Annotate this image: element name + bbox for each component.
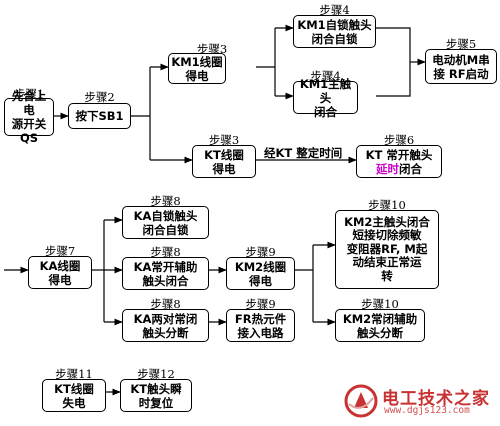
step6-label: 步骤6 xyxy=(382,133,416,147)
step4b-box: KM1主触头 闭合 xyxy=(293,77,358,119)
step6-line2-rest: 闭合 xyxy=(399,161,422,176)
step8c-label: 步骤8 xyxy=(149,297,182,311)
step4a-box: KM1自锁触头 闭合自锁 xyxy=(293,15,376,48)
step8a-label: 步骤8 xyxy=(149,194,182,208)
step10b-box: KM2常闭辅助 触头分断 xyxy=(335,309,425,342)
step7-label: 步骤7 xyxy=(43,244,77,258)
node-step11: 步骤11 KT线圈 失电 xyxy=(42,367,106,412)
step6-line1: KT 常开触头 xyxy=(365,147,433,162)
watermark-logo-icon xyxy=(344,384,378,418)
node-step4a: 步骤4 KM1自锁触头 闭合自锁 xyxy=(293,3,376,48)
node-step12: 步骤12 KT触头瞬 时复位 xyxy=(120,367,192,412)
step8b-box: KA常开辅助 触头闭合 xyxy=(122,257,209,290)
step11-box: KT线圈 失电 xyxy=(42,379,106,412)
step5-box: 电动机M串 接 RF启动 xyxy=(425,49,497,84)
step11-label: 步骤11 xyxy=(54,367,94,381)
step7-box: KA线圈 得电 xyxy=(28,256,92,289)
step9a-box: KM2线圈 得电 xyxy=(226,257,295,290)
step9a-label: 步骤9 xyxy=(244,245,277,259)
step10a-label: 步骤10 xyxy=(367,198,407,212)
node-step4b: 步骤4 KM1主触头 闭合 xyxy=(293,69,358,119)
watermark-name: 电工技术之家 xyxy=(382,389,490,409)
node-step3a: 步骤3 KM1线圈 得电 xyxy=(168,42,256,84)
node-step1: 步骤1 先合上电 源开关QS xyxy=(4,87,54,145)
node-step6: 步骤6 KT 常开触头 延时闭合 xyxy=(356,133,442,178)
node-step2: 步骤2 按下SB1 xyxy=(68,90,131,129)
step3a-label: 步骤3 xyxy=(195,42,229,56)
step8a-box: KA自锁触头 闭合自锁 xyxy=(122,206,209,239)
node-step8a: 步骤8 KA自锁触头 闭合自锁 xyxy=(122,194,209,239)
node-step8c: 步骤8 KA两对常闭 触头分断 xyxy=(122,297,209,342)
node-step3b: 步骤3 KT线圈 得电 xyxy=(192,133,256,178)
watermark-url: www.dgjs123.com xyxy=(384,405,470,416)
step12-box: KT触头瞬 时复位 xyxy=(120,379,192,412)
step3b-box: KT线圈 得电 xyxy=(192,145,256,178)
step4a-label: 步骤4 xyxy=(318,3,351,17)
edge-label-kt-delay: 经KT 整定时间 xyxy=(264,146,343,160)
node-step9b: 步骤9 FR热元件 接入电路 xyxy=(226,297,295,342)
step12-label: 步骤12 xyxy=(136,367,176,381)
step3b-label: 步骤3 xyxy=(207,133,241,147)
watermark: 电工技术之家 www.dgjs123.com xyxy=(344,382,494,422)
step6-line2: 延时闭合 xyxy=(376,162,422,176)
step1-box: 先合上电 源开关QS xyxy=(4,89,54,145)
node-step5: 步骤5 电动机M串 接 RF启动 xyxy=(425,37,497,84)
edge-s4b-s5 xyxy=(376,62,411,97)
node-step8b: 步骤8 KA常开辅助 触头闭合 xyxy=(122,245,209,290)
node-step10a: 步骤10 KM2主触头闭合 短接切除频敏 变阻器RF, M起 动结束正常运 转 xyxy=(335,198,439,289)
node-step10b: 步骤10 KM2常闭辅助 触头分断 xyxy=(335,297,425,342)
step8b-label: 步骤8 xyxy=(149,245,182,259)
step6-box: KT 常开触头 延时闭合 xyxy=(356,145,442,178)
step8c-box: KA两对常闭 触头分断 xyxy=(122,309,209,342)
step10a-box: KM2主触头闭合 短接切除频敏 变阻器RF, M起 动结束正常运 转 xyxy=(335,210,439,289)
step4b-label: 步骤4 xyxy=(309,69,342,83)
step2-box: 按下SB1 xyxy=(68,103,131,129)
step1-label: 步骤1 xyxy=(12,87,46,101)
step9b-box: FR热元件 接入电路 xyxy=(226,309,295,342)
step2-label: 步骤2 xyxy=(83,90,116,104)
node-step7: 步骤7 KA线圈 得电 xyxy=(28,244,92,289)
step6-highlight: 延时 xyxy=(376,161,399,176)
step10b-label: 步骤10 xyxy=(360,297,400,311)
node-step9a: 步骤9 KM2线圈 得电 xyxy=(226,245,295,290)
edge-s4a-s5 xyxy=(376,27,411,62)
step9b-label: 步骤9 xyxy=(244,297,277,311)
step3a-box: KM1线圈 得电 xyxy=(168,53,226,84)
step5-label: 步骤5 xyxy=(444,37,478,51)
